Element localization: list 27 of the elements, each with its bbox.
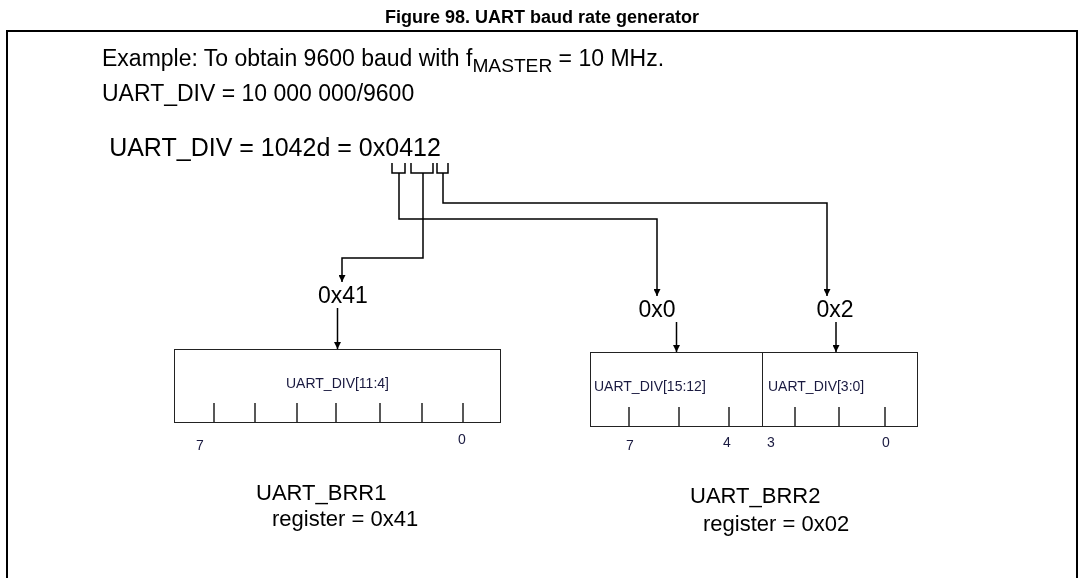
arrow — [338, 162, 434, 283]
field-name: UART_DIV[3:0] — [768, 379, 865, 393]
register-field — [762, 352, 918, 427]
bit-number: 3 — [767, 435, 775, 449]
hex-value: 0x41 — [318, 282, 366, 306]
register-field — [590, 352, 763, 427]
bit-number: 7 — [626, 438, 634, 452]
equation-text: UART_DIV = 10 000 000/9600 — [102, 82, 415, 105]
note-text: Example: To obtain 9600 baud with f$_{MASTER}$ = 10 MHz. — [102, 47, 665, 75]
arrow — [436, 162, 831, 297]
bit-number: 7 — [196, 438, 204, 452]
arrow — [334, 307, 341, 350]
arrow — [832, 321, 840, 353]
field-name: UART_DIV[11:4] — [285, 376, 390, 390]
arrow — [391, 162, 661, 297]
register-value: register = 0x02 — [703, 513, 850, 535]
register-field — [174, 349, 501, 423]
equation-text: UART_DIV = 1042d = 0x0412 — [94, 133, 456, 161]
arrow — [673, 321, 680, 353]
register-value: register = 0x41 — [272, 508, 419, 530]
hex-value: 0x0 — [636, 296, 678, 320]
field-name: UART_DIV[15:12] — [594, 379, 706, 393]
bit-number: 4 — [723, 435, 731, 449]
hex-value: 0x2 — [814, 296, 856, 320]
register-name: UART_BRR1 — [256, 482, 387, 504]
figure-title: Figure 98. UART baud rate generator — [383, 8, 701, 26]
register-name: UART_BRR2 — [690, 485, 821, 507]
